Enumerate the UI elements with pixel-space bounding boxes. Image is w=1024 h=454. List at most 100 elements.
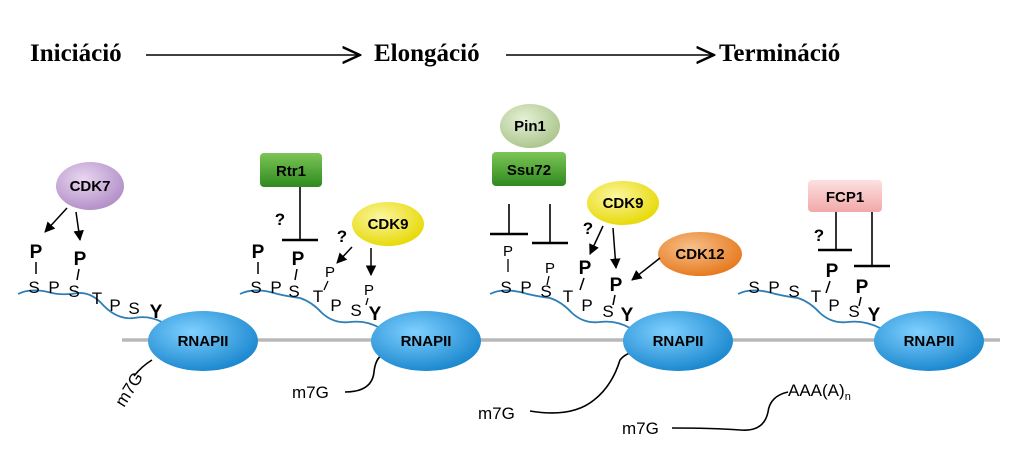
enzyme-cdk9-early: CDK9 bbox=[352, 202, 424, 246]
rnapii-4: RNAPII bbox=[874, 311, 984, 371]
enzyme-ssu72-label: Ssu72 bbox=[507, 162, 551, 179]
ctd-tail-3 bbox=[489, 289, 631, 329]
phospho-bond bbox=[579, 277, 585, 291]
unknown-mark: ? bbox=[275, 210, 285, 229]
ctd-residue: P bbox=[828, 296, 839, 315]
unknown-mark: ? bbox=[814, 226, 824, 245]
ctd-residue: P bbox=[581, 296, 592, 315]
cap-label-1: m7G bbox=[111, 369, 147, 410]
phospho-3d: P bbox=[610, 275, 623, 296]
phospho-4b: P bbox=[856, 277, 869, 298]
ctd-residue-tyr: Y bbox=[369, 304, 382, 325]
rna-strand-1 bbox=[133, 359, 153, 377]
enzyme-cdk12-label: CDK12 bbox=[675, 246, 724, 263]
ctd-residue: S bbox=[68, 282, 79, 301]
ctd-residue: T bbox=[92, 289, 102, 308]
polya-label: AAA(A)n bbox=[788, 381, 851, 403]
ctd-residue: T bbox=[313, 287, 323, 306]
ctd-residue-tyr: Y bbox=[150, 302, 163, 323]
unknown-mark: ? bbox=[583, 219, 593, 238]
phospho-bond bbox=[858, 296, 862, 307]
rna-strand-4 bbox=[671, 391, 789, 431]
cdk9-arrow-ser7-late bbox=[589, 225, 604, 255]
phase-termination: Termináció bbox=[719, 40, 840, 67]
ctd-residue: S bbox=[250, 278, 261, 297]
ctd-residue: S bbox=[288, 282, 299, 301]
cdk12-arrow bbox=[631, 257, 661, 281]
phospho-bond bbox=[294, 268, 298, 281]
cdk7-arrow-ser2 bbox=[44, 207, 68, 233]
phospho-1a: P bbox=[30, 242, 43, 263]
cdk9-arrow-ser5-late bbox=[610, 227, 621, 270]
rnapii-3: RNAPII bbox=[623, 311, 733, 371]
ctd-residue: S bbox=[788, 282, 799, 301]
enzyme-fcp1: FCP1 bbox=[808, 180, 882, 212]
ctd-residue: S bbox=[28, 278, 39, 297]
enzyme-pin1: Pin1 bbox=[500, 104, 560, 148]
ctd-residue: S bbox=[748, 278, 759, 297]
cap-label-2: m7G bbox=[292, 383, 329, 402]
ctd-residue: P bbox=[48, 278, 59, 297]
phospho-bond bbox=[546, 275, 550, 286]
enzyme-ssu72: Ssu72 bbox=[492, 152, 566, 186]
phospho-4a: P bbox=[826, 261, 839, 282]
phospho-bond bbox=[365, 297, 369, 306]
ctd-tail-4 bbox=[737, 289, 881, 329]
phospho-3c: P bbox=[579, 258, 592, 279]
phospho-2d: P bbox=[364, 282, 374, 299]
ctd-residue: S bbox=[848, 302, 859, 321]
enzyme-fcp1-label: FCP1 bbox=[826, 189, 864, 206]
enzyme-cdk12: CDK12 bbox=[658, 232, 742, 276]
ctd-residue: S bbox=[540, 282, 551, 301]
ctd-residue: T bbox=[811, 287, 821, 306]
ctd-tail-2 bbox=[239, 289, 381, 329]
rnapii-label: RNAPII bbox=[904, 333, 955, 350]
phospho-2b: P bbox=[292, 249, 305, 270]
polya-base: AAA(A) bbox=[788, 381, 845, 400]
ctd-tail-1 bbox=[17, 289, 163, 323]
enzyme-cdk9-label: CDK9 bbox=[603, 195, 644, 212]
ctd-residue: S bbox=[602, 302, 613, 321]
rnapii-1: RNAPII bbox=[148, 311, 258, 371]
phospho-3a: P bbox=[503, 243, 513, 260]
rna-strand-3 bbox=[529, 350, 645, 414]
phospho-3b: P bbox=[545, 260, 555, 277]
ctd-residue-tyr: Y bbox=[621, 305, 634, 326]
ctd-residue: S bbox=[350, 301, 361, 320]
ctd-residue: P bbox=[768, 278, 779, 297]
phospho-2a: P bbox=[252, 242, 265, 263]
phase-elongation: Elongáció bbox=[374, 40, 480, 67]
enzyme-pin1-label: Pin1 bbox=[514, 118, 546, 135]
ctd-residue: P bbox=[520, 278, 531, 297]
ctd-residue: P bbox=[270, 278, 281, 297]
enzyme-cdk7: CDK7 bbox=[56, 162, 124, 210]
rnapii-2: RNAPII bbox=[371, 311, 481, 371]
enzyme-cdk9-late: CDK9 bbox=[587, 181, 659, 225]
ctd-residue-tyr: Y bbox=[868, 305, 881, 326]
ctd-residue: S bbox=[500, 278, 511, 297]
phospho-2c: P bbox=[325, 264, 335, 281]
enzyme-rtr1-label: Rtr1 bbox=[276, 163, 306, 180]
rnapii-label: RNAPII bbox=[653, 333, 704, 350]
cdk9-arrow-ser7 bbox=[336, 246, 353, 264]
enzyme-cdk9-label: CDK9 bbox=[368, 216, 409, 233]
unknown-mark: ? bbox=[337, 227, 347, 246]
phospho-1b: P bbox=[74, 249, 87, 270]
ctd-residue: P bbox=[109, 296, 120, 315]
phospho-bond bbox=[76, 268, 80, 281]
enzyme-rtr1: Rtr1 bbox=[260, 153, 322, 187]
cdk7-arrow-ser5 bbox=[73, 211, 84, 242]
enzyme-cdk7-label: CDK7 bbox=[70, 178, 111, 195]
phospho-bond bbox=[825, 280, 831, 294]
polya-subscript: n bbox=[845, 391, 851, 403]
phase-initiation: Iniciáció bbox=[30, 40, 122, 67]
phospho-bond bbox=[323, 280, 329, 291]
rnapii-label: RNAPII bbox=[178, 333, 229, 350]
cap-label-3: m7G bbox=[478, 404, 515, 423]
cap-label-4: m7G bbox=[622, 419, 659, 438]
ctd-residue: P bbox=[330, 296, 341, 315]
ctd-residue: T bbox=[563, 287, 573, 306]
ctd-residue: S bbox=[128, 299, 139, 318]
rnapii-label: RNAPII bbox=[401, 333, 452, 350]
